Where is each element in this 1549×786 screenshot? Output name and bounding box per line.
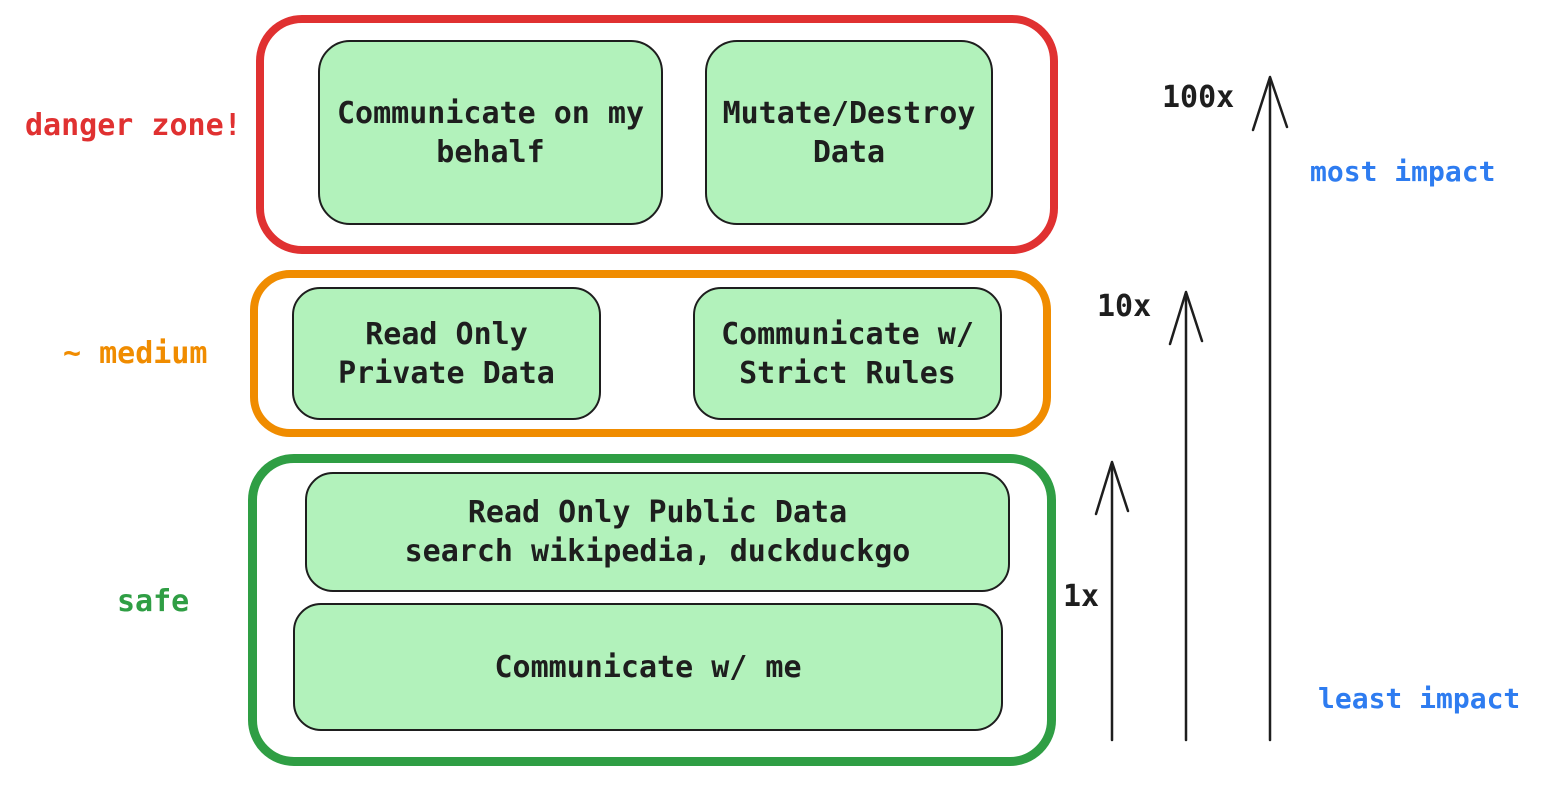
axis-tick-10x: 10x	[1097, 289, 1152, 324]
axis-tick-100x: 100x	[1162, 80, 1235, 115]
zone-label-medium: ~ medium	[63, 336, 208, 371]
capability-box-read-only-public-data: Read Only Public Data search wikipedia, …	[305, 472, 1010, 592]
axis-tick-1x: 1x	[1063, 579, 1100, 614]
capability-box-communicate-strict-rules: Communicate w/ Strict Rules	[693, 287, 1002, 420]
zone-danger: Communicate on my behalf Mutate/Destroy …	[256, 15, 1058, 254]
most-impact-label: most impact	[1310, 155, 1496, 188]
arrow-1x	[1094, 460, 1130, 742]
zone-label-danger: danger zone!	[25, 108, 242, 143]
least-impact-label: least impact	[1318, 682, 1521, 715]
capability-box-communicate-on-my-behalf: Communicate on my behalf	[318, 40, 663, 225]
arrow-100x	[1251, 75, 1289, 742]
zone-label-safe: safe	[117, 584, 190, 619]
capability-box-communicate-with-me: Communicate w/ me	[293, 603, 1003, 731]
capability-box-read-only-private-data: Read Only Private Data	[292, 287, 601, 420]
capability-box-mutate-destroy-data: Mutate/Destroy Data	[705, 40, 993, 225]
zone-medium: Read Only Private Data Communicate w/ St…	[250, 270, 1051, 437]
arrow-10x	[1168, 290, 1204, 742]
zone-safe: Read Only Public Data search wikipedia, …	[248, 454, 1056, 766]
